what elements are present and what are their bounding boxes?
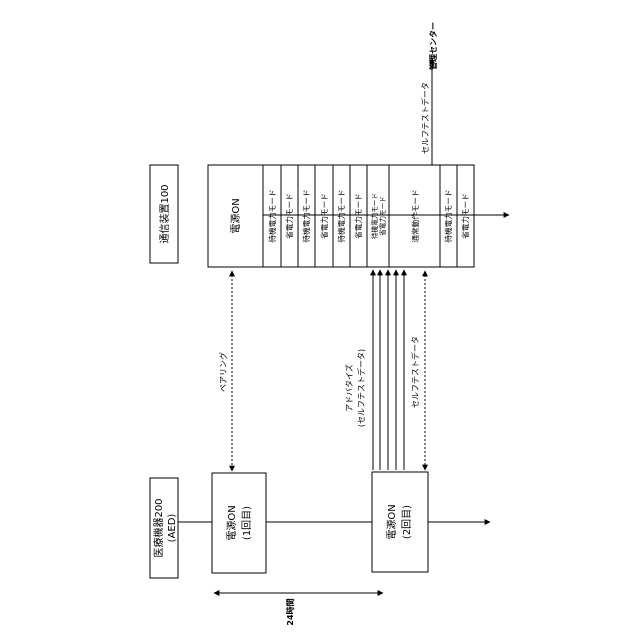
management-center-label: 管理センター (428, 22, 438, 70)
mode-cell: 省電力モード (319, 193, 329, 239)
mode-cell: 待機電力モード (301, 189, 311, 242)
comm-power-on-box: 電源ON (208, 165, 263, 267)
medical-device-label-line2: (AED) (167, 514, 178, 543)
medical-device-box: 医療機器200 (AED) (150, 478, 178, 578)
mode-cell: 省電力モード (460, 193, 470, 239)
pairing-label: ペアリング (218, 352, 228, 392)
comm-modes-group-2: 通常動作モード 待機電力モード 省電力モード (389, 165, 474, 267)
aed-power-on-second-box: 電源ON (2回目) (372, 472, 428, 572)
comm-modes-group-1: 待機電力モード 省電力モード 待機電力モード 省電力モード 待機電力モード 省電… (263, 165, 389, 267)
aed-power-on-second-line1: 電源ON (385, 504, 398, 539)
mode-cell-normal: 通常動作モード (410, 189, 420, 242)
advertise-arrows (373, 270, 404, 470)
interval-label: 24時間 (285, 598, 295, 625)
advertise-label-line2: (セルフテストデータ) (356, 349, 366, 427)
comm-device-label: 通信装置100 (158, 184, 171, 243)
comm-power-on-label: 電源ON (229, 198, 242, 233)
mode-cell: 待機電力モード (336, 189, 346, 242)
mode-cell: 待機電力モード (370, 193, 379, 239)
self-test-data-label: セルフテストデータ (410, 336, 420, 408)
mode-cell: 待機電力モード (267, 189, 277, 242)
medical-device-label-line1: 医療機器200 (152, 498, 165, 557)
aed-power-on-first-line1: 電源ON (225, 505, 238, 540)
mode-cell: 省電力モード (353, 193, 363, 239)
mode-cell: 省電力モード (284, 193, 294, 239)
mode-cell: 待機電力モード (443, 189, 453, 242)
aed-power-on-first-line2: (1回目) (241, 506, 253, 540)
advertise-label-line1: アドバタイズ (344, 364, 354, 412)
self-test-data-top-label: セルフテストデータ (420, 82, 430, 154)
mode-cell: 省電力モード (378, 196, 387, 236)
aed-power-on-first-box: 電源ON (1回目) (212, 473, 266, 573)
comm-device-box: 通信装置100 (150, 165, 178, 263)
aed-power-on-second-line2: (2回目) (401, 505, 413, 539)
